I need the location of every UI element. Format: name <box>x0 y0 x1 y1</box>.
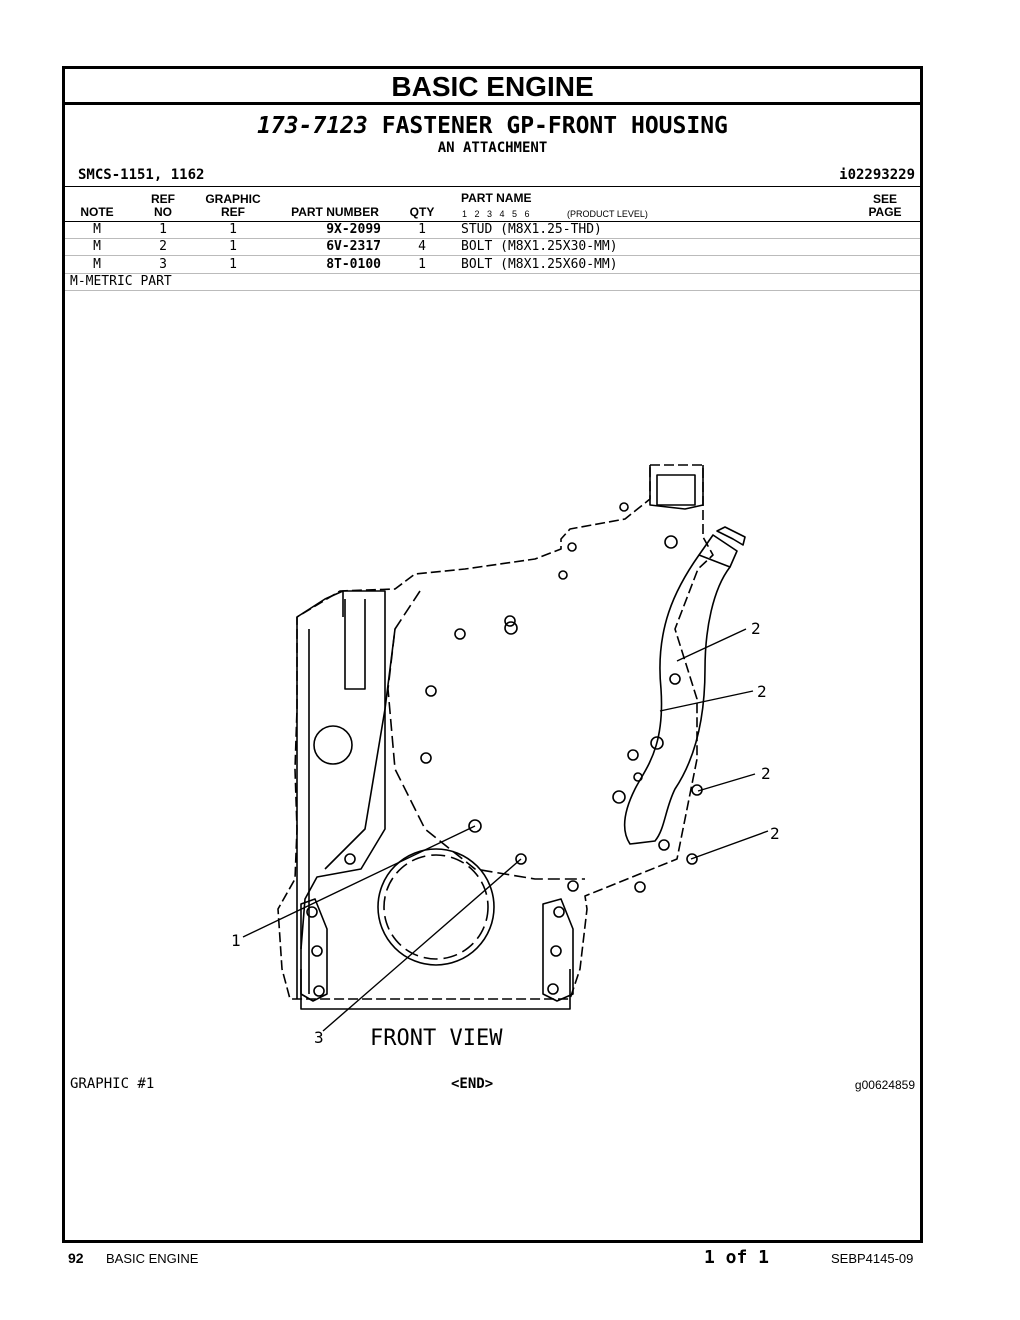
row-divider <box>65 273 920 274</box>
callout-leaders <box>242 628 769 1032</box>
col-graphic-ref-header-2: REF <box>221 205 245 219</box>
col-refno-header-2: NO <box>154 205 172 219</box>
callout-2-b: 2 <box>757 682 767 701</box>
row-graphic-ref: 1 <box>229 257 237 272</box>
footer-section: BASIC ENGINE <box>106 1251 199 1266</box>
row-part-name: STUD (M8X1.25-THD) <box>461 222 602 237</box>
row-qty: 1 <box>418 257 426 272</box>
row-graphic-ref: 1 <box>229 222 237 237</box>
group-name: FASTENER GP-FRONT HOUSING <box>381 113 728 139</box>
graphic-label: GRAPHIC #1 <box>70 1076 155 1092</box>
row-qty: 1 <box>418 222 426 237</box>
end-marker: <END> <box>451 1076 494 1092</box>
row-graphic-ref: 1 <box>229 239 237 254</box>
col-part-name-header: PART NAME <box>461 191 532 205</box>
smcs-code: SMCS-1151, 1162 <box>78 167 205 183</box>
engine-outline <box>277 464 746 1010</box>
header-divider <box>65 221 920 222</box>
callout-1: 1 <box>231 931 241 950</box>
row-part-number: 9X-2099 <box>326 222 381 237</box>
row-note: M <box>93 222 101 237</box>
front-housing-diagram: 2 2 2 2 1 3 FRONT VIEW <box>231 464 780 1051</box>
col-note-header: NOTE <box>80 205 114 219</box>
callout-3: 3 <box>314 1028 324 1047</box>
callout-labels: 2 2 2 2 1 3 <box>231 619 780 1047</box>
group-number: 173-7123 <box>257 113 368 139</box>
row-note: M <box>93 239 101 254</box>
row-ref-no: 1 <box>159 222 167 237</box>
row-divider <box>65 255 920 256</box>
metric-footnote: M-METRIC PART <box>70 274 172 289</box>
product-level-digits: 1 2 3 4 5 6 <box>462 209 530 219</box>
graphic-id: g00624859 <box>854 1078 915 1092</box>
row-part-number: 6V-2317 <box>326 239 381 254</box>
col-part-number-header: PART NUMBER <box>291 205 379 219</box>
diagram-caption: FRONT VIEW <box>370 1026 503 1051</box>
row-part-name: BOLT (M8X1.25X30-MM) <box>461 239 618 254</box>
page-frame: BASIC ENGINE 173-7123 FASTENER GP-FRONT … <box>62 66 923 1243</box>
footer-page-number: 92 <box>68 1250 84 1266</box>
footer-page-of: 1 of 1 <box>704 1247 770 1268</box>
bolt-heads <box>306 502 703 997</box>
row-ref-no: 3 <box>159 257 167 272</box>
row-ref-no: 2 <box>159 239 167 254</box>
divider <box>65 186 920 187</box>
row-note: M <box>93 257 101 272</box>
callout-2-c: 2 <box>761 764 771 783</box>
callout-2-a: 2 <box>751 619 761 638</box>
group-heading: 173-7123 FASTENER GP-FRONT HOUSING <box>65 113 920 139</box>
row-qty: 4 <box>418 239 426 254</box>
product-level-label: (PRODUCT LEVEL) <box>567 209 648 219</box>
col-qty-header: QTY <box>409 205 435 219</box>
attachment-label: AN ATTACHMENT <box>437 140 548 156</box>
footnote-divider <box>65 290 920 291</box>
col-see-page-header-2: PAGE <box>868 205 902 219</box>
col-refno-header-1: REF <box>151 192 175 206</box>
row-divider <box>65 238 920 239</box>
col-graphic-ref-header-1: GRAPHIC <box>205 192 261 206</box>
col-see-page-header-1: SEE <box>872 192 897 206</box>
callout-2-d: 2 <box>770 824 780 843</box>
row-part-name: BOLT (M8X1.25X60-MM) <box>461 257 618 272</box>
row-part-number: 8T-0100 <box>326 257 381 272</box>
footer-doc-id: SEBP4145-09 <box>831 1251 914 1266</box>
info-id: i02293229 <box>839 167 915 183</box>
page-title: BASIC ENGINE <box>65 69 920 105</box>
